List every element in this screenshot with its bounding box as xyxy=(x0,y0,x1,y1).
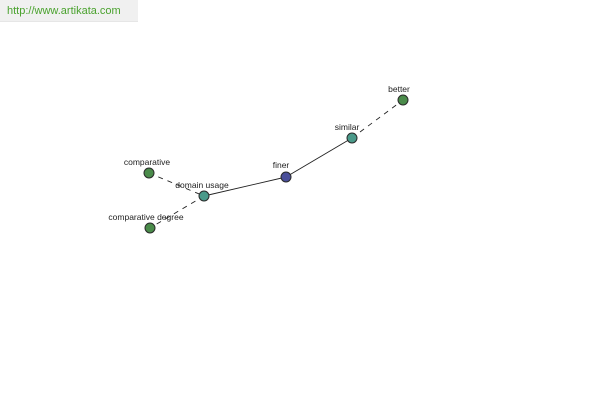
node-domain-usage[interactable]: domain usage xyxy=(175,180,229,202)
node-comparative[interactable]: comparative xyxy=(124,157,171,179)
node-better-label: better xyxy=(388,84,410,94)
node-finer-label: finer xyxy=(273,160,290,170)
edge-domain-usage-finer xyxy=(203,176,287,197)
node-better[interactable]: better xyxy=(388,84,410,106)
node-comparative-marker[interactable] xyxy=(143,167,155,179)
node-domain-usage-label: domain usage xyxy=(175,180,229,190)
nodes-layer: comparative domain usage comparative degre… xyxy=(108,84,410,234)
node-comparative-degree[interactable]: comparative degree xyxy=(108,212,184,234)
source-url-link[interactable]: http://www.artikata.com xyxy=(7,5,121,17)
edge-finer-similar xyxy=(285,137,353,178)
node-similar[interactable]: similar xyxy=(335,122,360,144)
source-url-banner[interactable]: http://www.artikata.com xyxy=(0,0,138,22)
node-finer[interactable]: finer xyxy=(273,160,292,183)
node-comparative-degree-marker[interactable] xyxy=(144,222,156,234)
node-better-marker[interactable] xyxy=(397,94,409,106)
edge-domain-usage-comparative-degree xyxy=(149,195,205,229)
node-finer-marker[interactable] xyxy=(280,171,292,183)
node-similar-label: similar xyxy=(335,122,360,132)
node-comparative-degree-label: comparative degree xyxy=(108,212,183,222)
node-similar-marker[interactable] xyxy=(346,132,358,144)
node-comparative-label: comparative xyxy=(124,157,171,167)
edge-similar-better xyxy=(351,99,404,139)
edges-layer xyxy=(148,99,404,229)
node-domain-usage-marker[interactable] xyxy=(198,190,210,202)
